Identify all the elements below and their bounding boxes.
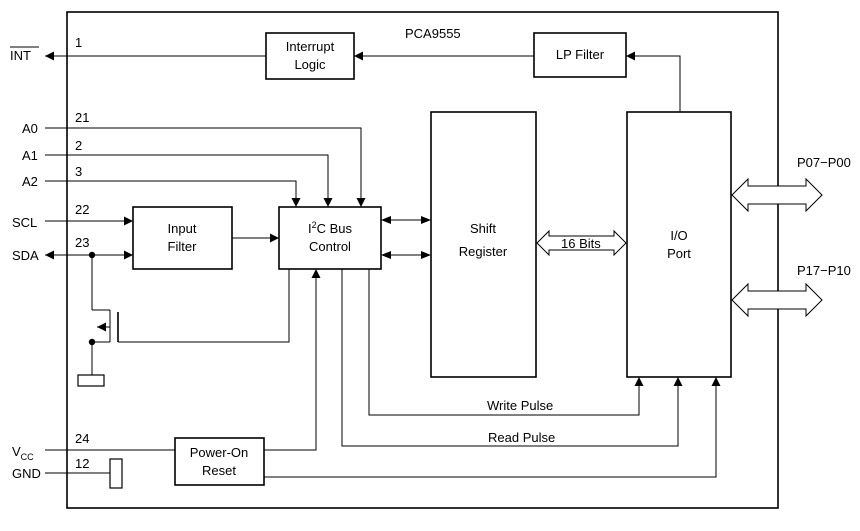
pin-gnd-name: GND xyxy=(12,466,41,481)
lp-filter-label: LP Filter xyxy=(556,47,605,62)
shift-register-label-2: Register xyxy=(459,244,508,259)
interrupt-logic-label-2: Logic xyxy=(294,57,326,72)
pin-scl-number: 22 xyxy=(75,202,89,217)
pin-vcc: VCC 24 xyxy=(12,431,89,462)
i2c-bus-control-label-2: Control xyxy=(309,239,351,254)
interrupt-logic-label-1: Interrupt xyxy=(286,39,335,54)
pin-a2-number: 3 xyxy=(75,164,82,179)
pin-a1-name: A1 xyxy=(22,148,38,163)
interrupt-logic-block: Interrupt Logic xyxy=(265,32,355,80)
chip-outline xyxy=(66,11,779,509)
pin-a1-number: 2 xyxy=(75,138,82,153)
sixteen-bits-label: 16 Bits xyxy=(561,236,601,251)
lp-filter-block: LP Filter xyxy=(533,32,627,78)
power-on-reset-label-1: Power-On xyxy=(190,445,249,460)
pin-a2: A2 3 xyxy=(22,164,82,189)
pin-vcc-name: VCC xyxy=(12,444,34,462)
chip-name: PCA9555 xyxy=(405,26,461,41)
i2c-bus-control-block: I2C Bus Control xyxy=(278,206,382,270)
pin-scl-name: SCL xyxy=(12,215,37,230)
sixteen-bit-bus-arrow xyxy=(536,229,627,257)
pin-a2-name: A2 xyxy=(22,174,38,189)
pin-scl: SCL 22 xyxy=(12,202,89,230)
por-to-io-wire xyxy=(264,377,721,478)
port1-label: P17−P10 xyxy=(797,263,851,278)
io-to-lp-filter-wire xyxy=(626,51,681,112)
por-to-i2c-wire xyxy=(264,269,321,451)
pin-int: INT 1 xyxy=(10,35,82,63)
write-pulse-wire xyxy=(368,269,644,416)
write-pulse-label: Write Pulse xyxy=(487,398,553,413)
a1-wire xyxy=(45,154,333,207)
io-port-label-1: I/O xyxy=(670,228,687,243)
pin-gnd-number: 12 xyxy=(75,456,89,471)
sda-pulldown-transistor-icon xyxy=(77,255,290,387)
pin-sda-number: 23 xyxy=(75,235,89,250)
pin-gnd: GND 12 xyxy=(12,456,89,481)
read-pulse-wire xyxy=(341,269,683,447)
power-on-reset-block: Power-On Reset xyxy=(174,437,265,486)
a2-wire xyxy=(45,180,301,207)
power-on-reset-label-2: Reset xyxy=(202,463,236,478)
io-port-block: I/O Port xyxy=(626,111,732,378)
pin-a0-number: 21 xyxy=(75,110,89,125)
pin-a1: A1 2 xyxy=(22,138,82,163)
pin-a0-name: A0 xyxy=(22,121,38,136)
read-pulse-label: Read Pulse xyxy=(488,430,555,445)
pin-vcc-number: 24 xyxy=(75,431,89,446)
shift-register-block: Shift Register xyxy=(430,111,537,378)
i2c-shift-arrows-2 xyxy=(381,251,431,259)
pin-sda: SDA 23 xyxy=(12,235,89,263)
pin-sda-name: SDA xyxy=(12,248,39,263)
port0-label: P07−P00 xyxy=(797,155,851,170)
pin-int-name: INT xyxy=(10,48,31,63)
pin-a0: A0 21 xyxy=(22,110,89,136)
input-filter-label-2: Filter xyxy=(168,239,198,254)
input-filter-block: Input Filter xyxy=(132,206,233,270)
input-filter-label-1: Input xyxy=(168,221,197,236)
i2c-shift-arrows-1 xyxy=(381,216,431,224)
port1-bus-arrow xyxy=(731,282,823,318)
a0-wire xyxy=(45,127,366,207)
io-port-label-2: Port xyxy=(667,246,691,261)
i2c-bus-control-label-1: I2C Bus xyxy=(308,220,353,236)
shift-register-label-1: Shift xyxy=(470,221,496,236)
pin-int-number: 1 xyxy=(75,35,82,50)
port0-bus-arrow xyxy=(731,177,823,213)
gnd-resistor-icon xyxy=(109,458,123,489)
